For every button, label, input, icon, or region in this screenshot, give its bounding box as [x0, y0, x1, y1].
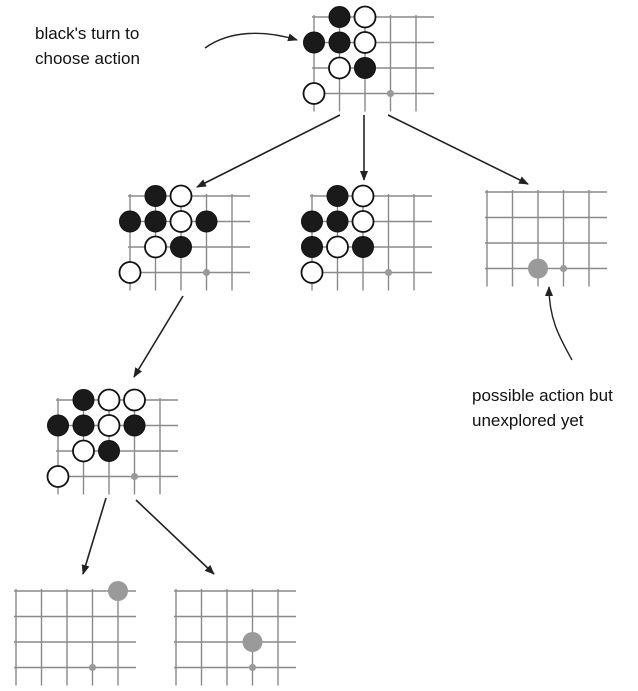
black-stone — [328, 31, 351, 54]
black-stone — [328, 6, 351, 28]
candidate-point — [130, 472, 139, 481]
black-stone — [123, 414, 146, 437]
white-stone — [118, 261, 142, 284]
board-leaf-2-unexplored — [174, 589, 296, 686]
board-child-2 — [300, 184, 432, 291]
black-stone — [47, 414, 69, 437]
candidate-point — [248, 663, 257, 672]
board-grid — [14, 589, 136, 686]
white-stone — [97, 414, 121, 437]
white-stone — [326, 235, 349, 259]
black-stone — [170, 236, 192, 258]
white-stone — [351, 184, 375, 208]
candidate-stone — [108, 581, 128, 601]
candidate-point — [386, 89, 395, 98]
board-grid — [174, 589, 296, 686]
black-stone — [301, 236, 323, 258]
board-child-3-unexplored — [485, 190, 607, 287]
root-annotation-line-2: choose action — [35, 49, 140, 68]
white-stone — [353, 5, 377, 29]
black-stone — [98, 440, 120, 462]
unexplored-annotation-line-1: possible action but — [472, 386, 613, 405]
black-stone — [144, 185, 167, 207]
white-stone — [353, 31, 377, 54]
board-root — [302, 5, 434, 112]
black-stone — [144, 210, 167, 233]
tree-edges — [81, 114, 529, 575]
white-stone — [169, 184, 193, 208]
black-stone — [195, 210, 218, 233]
unexplored-annotation-line-2: unexplored yet — [472, 411, 584, 430]
candidate-stone — [528, 258, 548, 279]
white-stone — [46, 465, 70, 488]
white-stone — [302, 82, 326, 105]
black-stone — [303, 31, 325, 54]
unexplored-annotation: possible action but unexplored yet — [472, 383, 613, 433]
root-annotation: black's turn to choose action — [35, 21, 140, 71]
root-callout-arrow — [204, 32, 298, 49]
tree-edge-arrow — [135, 499, 215, 575]
black-stone — [354, 57, 376, 79]
board-leaf-1-unexplored — [14, 581, 136, 686]
black-stone — [72, 414, 95, 437]
candidate-point — [88, 663, 97, 672]
black-stone — [72, 389, 95, 411]
tree-edge-arrow — [196, 114, 341, 188]
candidate-point — [202, 268, 211, 277]
board-child-1 — [118, 184, 250, 291]
white-stone — [123, 388, 146, 412]
white-stone — [72, 439, 95, 463]
black-stone — [326, 185, 349, 207]
tree-edge-arrow — [387, 114, 529, 185]
tree-boards — [14, 5, 607, 686]
black-stone — [352, 236, 374, 258]
tree-edge-arrow — [133, 295, 184, 378]
candidate-point — [559, 264, 568, 273]
white-stone — [300, 261, 324, 284]
board-grandchild — [46, 388, 178, 495]
black-stone — [301, 210, 323, 233]
candidate-stone — [242, 632, 263, 652]
white-stone — [144, 235, 167, 259]
candidate-point — [384, 268, 393, 277]
white-stone — [169, 210, 193, 233]
black-stone — [119, 210, 141, 233]
callout-arrows — [204, 32, 573, 361]
tree-edge-arrow — [81, 497, 107, 575]
unexplored-callout-arrow — [545, 286, 573, 361]
black-stone — [326, 210, 349, 233]
white-stone — [97, 388, 121, 412]
white-stone — [328, 56, 351, 80]
white-stone — [351, 210, 375, 233]
root-annotation-line-1: black's turn to — [35, 24, 140, 43]
